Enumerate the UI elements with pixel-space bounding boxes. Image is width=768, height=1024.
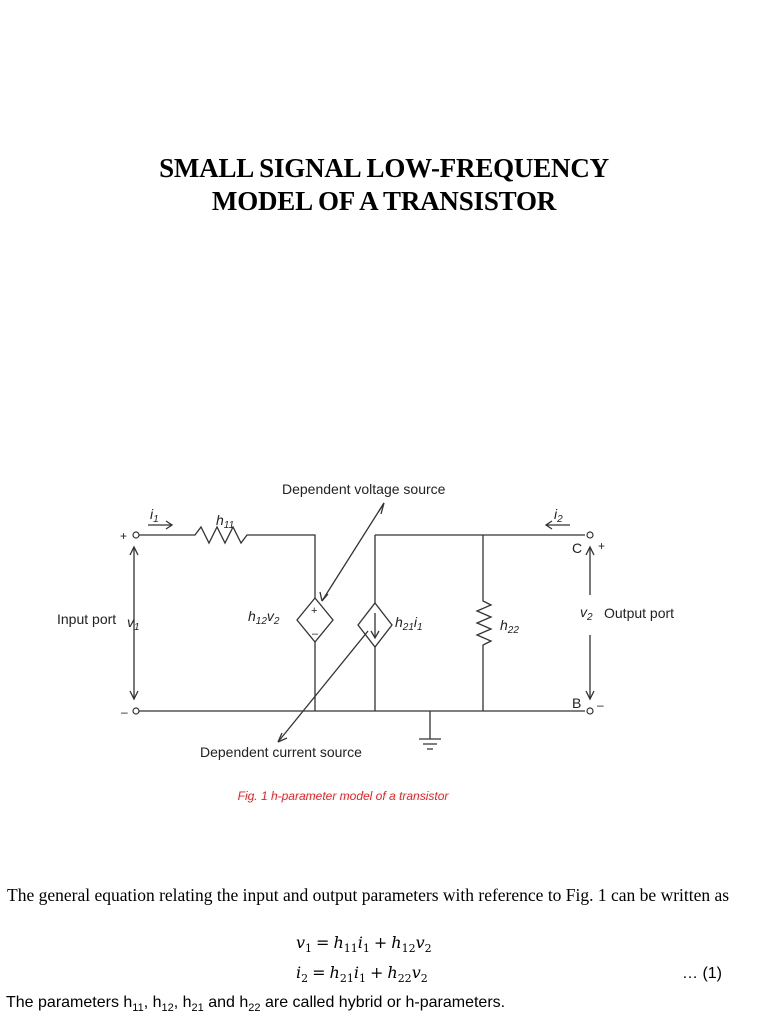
body-paragraph: The general equation relating the input …	[7, 885, 730, 905]
i2-label: i2	[554, 506, 563, 525]
v1-label: v1	[127, 614, 140, 633]
parameters-sentence: The parameters h11, h12, h21 and h22 are…	[6, 994, 506, 1015]
equation-i2: i2=h21i1+h22v2	[296, 963, 428, 986]
output-terminal-top	[586, 531, 594, 539]
input-top-wire	[138, 525, 316, 598]
h22-resistor	[475, 535, 493, 711]
current-source-pointer	[277, 630, 369, 743]
input-terminal-bottom	[132, 707, 140, 715]
output-plus-sign: +	[598, 539, 605, 553]
input-plus-sign: +	[120, 529, 127, 543]
terminal-b-label: B	[572, 695, 581, 711]
h12v2-label: h12v2	[248, 608, 280, 627]
figure-caption: Fig. 1 h-parameter model of a transistor	[237, 789, 449, 803]
output-port-label: Output port	[604, 605, 674, 621]
h11-label: h11	[216, 512, 234, 531]
h22-label: h22	[500, 617, 519, 636]
h-parameter-circuit-diagram: Dependent voltage source Dependent curre…	[57, 481, 674, 760]
v2-label: v2	[580, 604, 593, 623]
voltage-source-pointer	[321, 502, 385, 602]
page-title: SMALL SIGNAL LOW-FREQUENCY MODEL OF A TR…	[0, 152, 768, 218]
output-minus-sign: –	[597, 698, 604, 712]
source-minus-sign: –	[312, 628, 319, 640]
equation-v1: v1=h11i1+h12v2	[296, 933, 432, 956]
dependent-voltage-source-label: Dependent voltage source	[282, 481, 446, 497]
input-minus-sign: –	[121, 705, 128, 719]
terminal-c-label: C	[572, 540, 582, 556]
h21i1-label: h21i1	[395, 614, 423, 633]
equation-number: … (1)	[682, 965, 722, 982]
i2-arrow	[544, 520, 570, 530]
source-plus-sign: +	[311, 605, 317, 617]
i1-label: i1	[150, 506, 159, 525]
input-terminal-top	[132, 531, 140, 539]
i1-arrow	[148, 520, 174, 530]
input-port-label: Input port	[57, 611, 116, 627]
title-line-2: MODEL OF A TRANSISTOR	[211, 186, 557, 216]
title-line-1: SMALL SIGNAL LOW-FREQUENCY	[159, 153, 609, 183]
dependent-current-source-label: Dependent current source	[200, 744, 362, 760]
output-terminal-bottom	[586, 707, 594, 715]
ground-symbol	[419, 711, 441, 750]
